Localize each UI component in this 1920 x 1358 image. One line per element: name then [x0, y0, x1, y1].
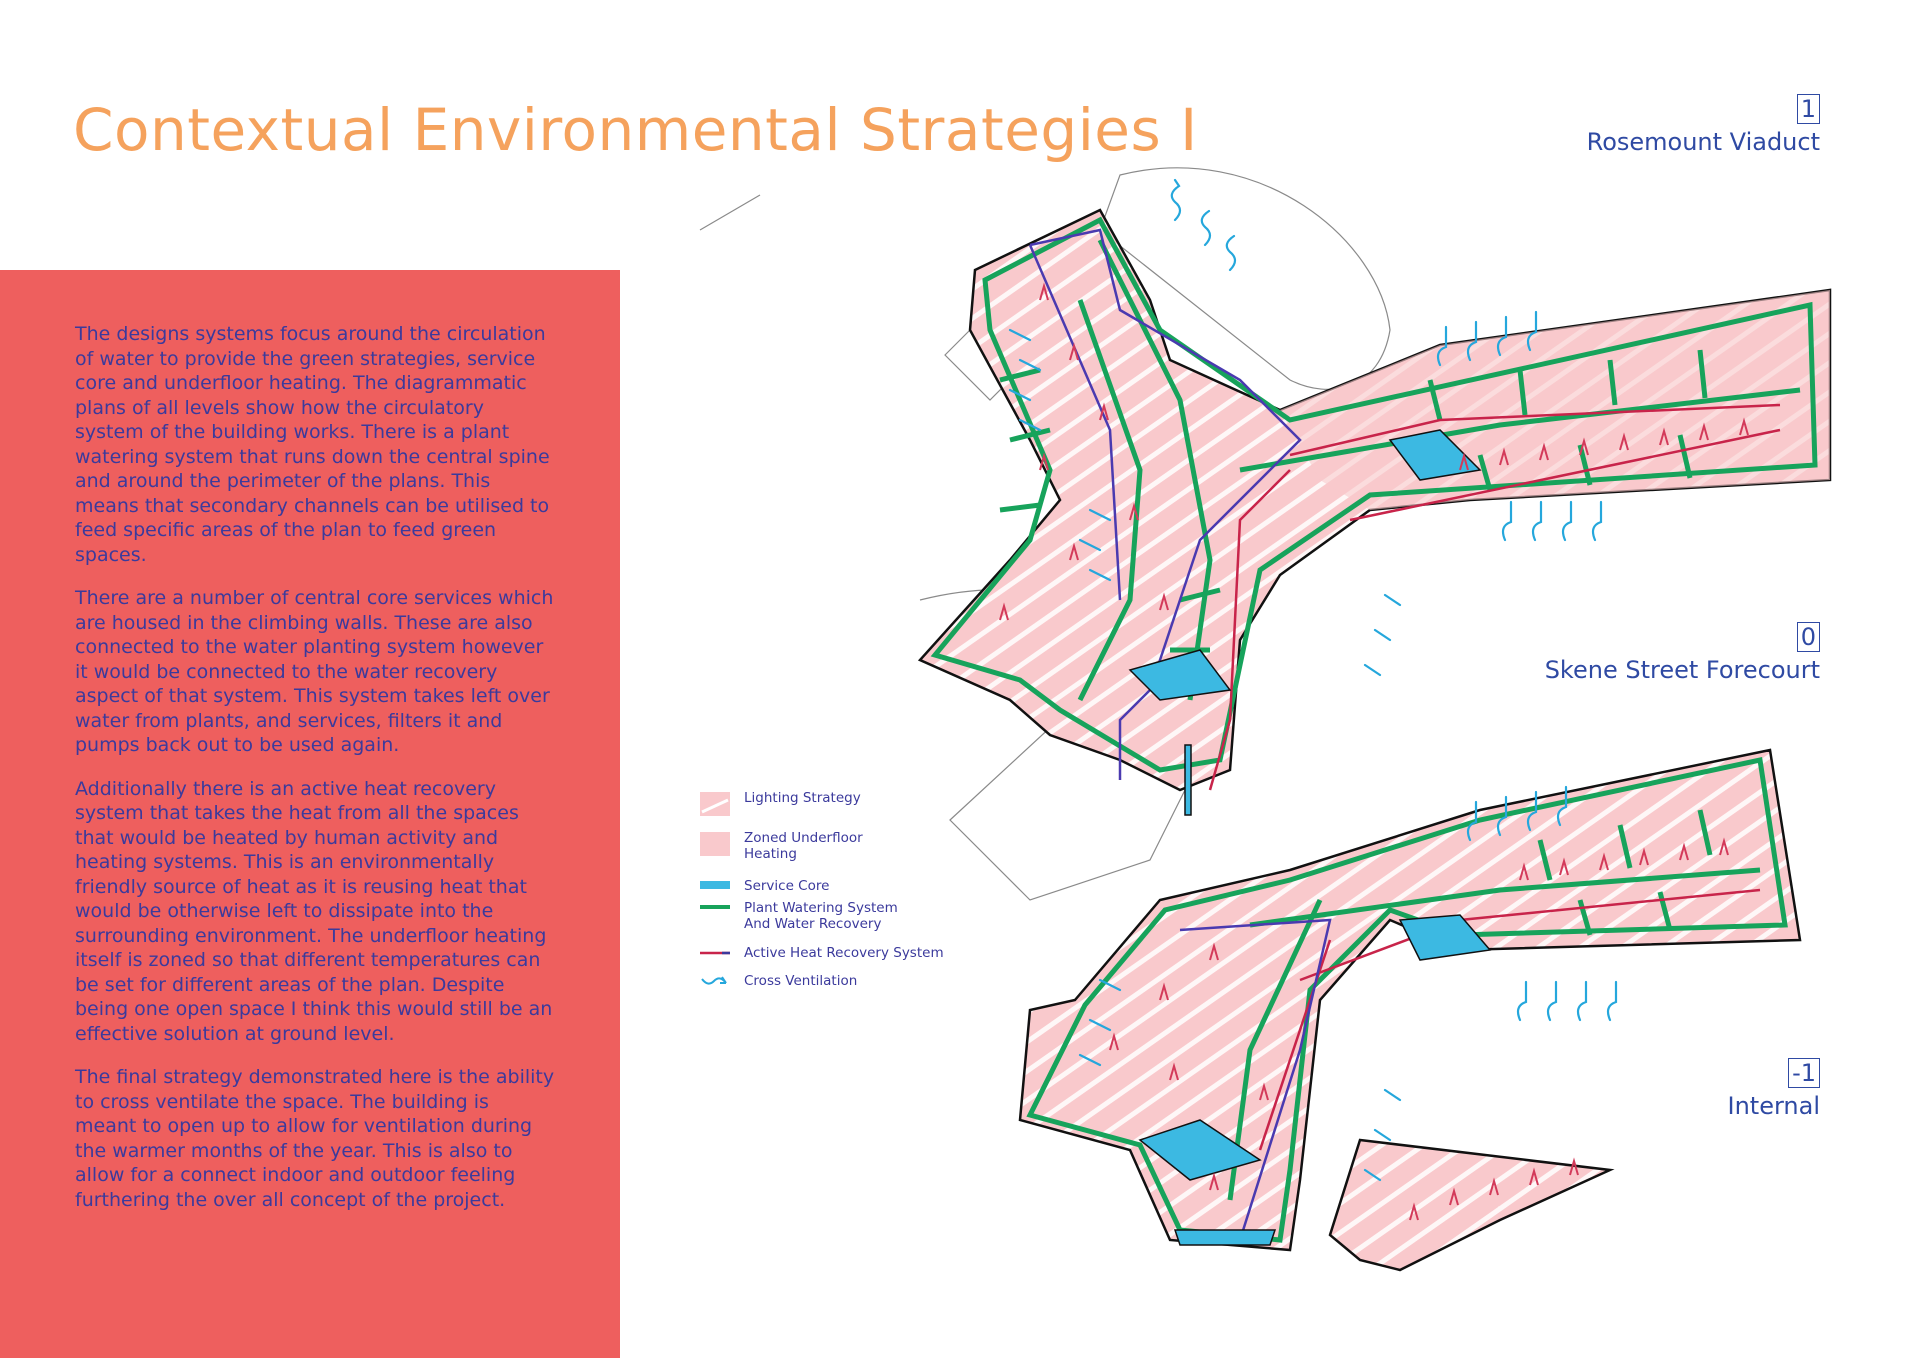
page-title: Contextual Environmental Strategies I [73, 96, 1198, 164]
heat-recovery-lines [1208, 403, 1781, 791]
upper-plan [917, 208, 1832, 816]
legend-item-service-core: Service Core [700, 878, 1000, 894]
description-text: The designs systems focus around the cir… [75, 322, 555, 1231]
level-label-1: 1 Rosemount Viaduct [1587, 94, 1820, 156]
heating-marks [999, 282, 1749, 621]
legend-label: Zoned Underfloor Heating [744, 830, 863, 862]
text-panel [0, 270, 620, 1358]
legend-label: Active Heat Recovery System [744, 945, 944, 961]
lower-plan [1018, 748, 1802, 1272]
legend-label: Service Core [744, 878, 830, 894]
annex-plate [1328, 1138, 1615, 1272]
legend-label: Plant Watering System And Water Recovery [744, 900, 898, 932]
paragraph-4: The final strategy demonstrated here is … [75, 1066, 555, 1211]
legend-item-watering: Plant Watering System And Water Recovery [700, 900, 1000, 932]
ventilation-arrows [1008, 178, 1618, 1182]
watering-lines [930, 216, 1818, 773]
system-line [1028, 228, 1302, 780]
level-name: Internal [1727, 1092, 1821, 1120]
level-name: Rosemount Viaduct [1586, 128, 1820, 156]
lower-heating-marks [1109, 837, 1729, 1221]
level-number: -1 [1788, 1058, 1820, 1088]
lighting-swatch-icon [700, 790, 730, 818]
heating-swatch-icon [700, 830, 730, 858]
level-number: 1 [1796, 94, 1820, 124]
level-number: 0 [1796, 622, 1820, 652]
legend-label: Cross Ventilation [744, 973, 858, 989]
legend-item-ventilation: Cross Ventilation [700, 973, 1000, 989]
lower-system-line [1179, 918, 1332, 1241]
legend-label: Lighting Strategy [744, 790, 861, 806]
paragraph-1: The designs systems focus around the cir… [75, 323, 550, 566]
paragraph-2: There are a number of central core servi… [75, 587, 554, 756]
paragraph-3: Additionally there is an active heat rec… [75, 777, 553, 1045]
service-core [1128, 429, 1482, 816]
service-core-line-icon [700, 878, 730, 894]
watering-line-icon [700, 900, 730, 916]
legend-item-lighting: Lighting Strategy [700, 790, 1000, 818]
legend-item-heating: Zoned Underfloor Heating [700, 830, 1000, 862]
lower-service-core [1138, 914, 1492, 1246]
level-label-0: 0 Skene Street Forecourt [1545, 622, 1820, 684]
ventilation-arrow-icon [700, 973, 730, 989]
heat-recovery-line-icon [700, 945, 730, 961]
legend-item-heat-recovery: Active Heat Recovery System [700, 945, 1000, 961]
level-label-minus-1: -1 Internal [1727, 1058, 1821, 1120]
level-name: Skene Street Forecourt [1544, 656, 1820, 684]
